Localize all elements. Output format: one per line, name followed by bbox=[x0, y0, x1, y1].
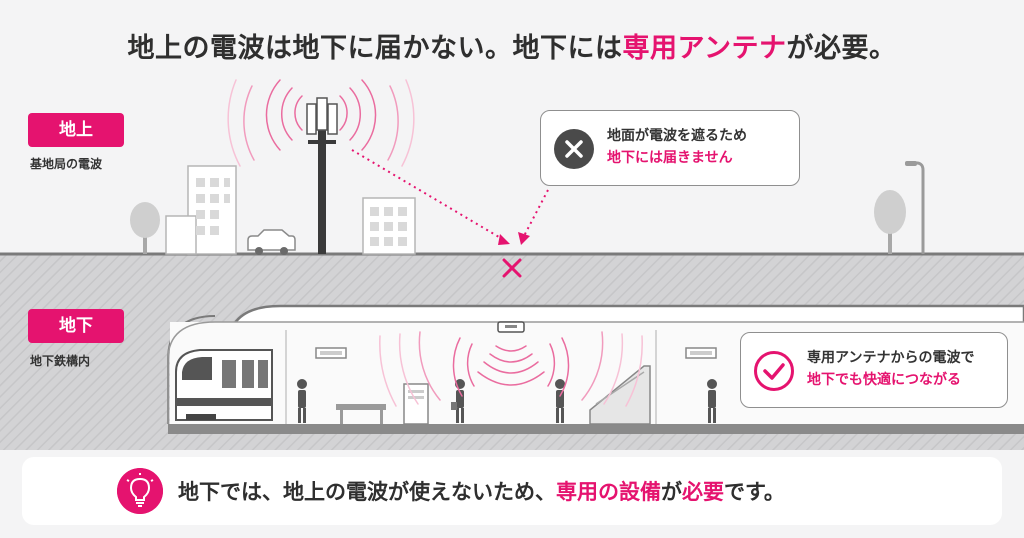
title-highlight: 専用アンテナ bbox=[622, 33, 787, 64]
title-prefix: 地上の電波は地下に届かない。地下には bbox=[127, 33, 623, 64]
car-icon bbox=[247, 229, 296, 255]
check-circle-icon bbox=[754, 351, 794, 391]
tree-right bbox=[874, 190, 906, 254]
x-circle-icon bbox=[554, 129, 594, 169]
summary-part3: です。 bbox=[724, 480, 785, 504]
antenna-radio-waves bbox=[379, 331, 643, 407]
train-icon bbox=[175, 349, 273, 421]
tunnel-floor bbox=[168, 424, 1024, 434]
summary-highlight1: 専用の設備 bbox=[556, 480, 661, 504]
blocked-x-icon bbox=[502, 258, 522, 278]
summary-part1: 地下では、地上の電波が使えないため、 bbox=[178, 480, 556, 504]
underground-callout-line2: 地下でも快適につながる bbox=[807, 372, 961, 388]
surface-callout-line2: 地下には届きません bbox=[607, 150, 733, 166]
summary-text: 地下では、地上の電波が使えないため、専用の設備が必要です。 bbox=[178, 476, 785, 506]
street-lamp bbox=[913, 161, 925, 254]
surface-callout-line1: 地面が電波を遮るため bbox=[607, 128, 747, 144]
surface-label: 基地局の電波 bbox=[30, 157, 103, 171]
tower-radio-waves bbox=[227, 79, 415, 167]
surface-tag: 地上 bbox=[28, 113, 124, 147]
tree-left bbox=[130, 202, 160, 254]
summary-bar: 地下では、地上の電波が使えないため、専用の設備が必要です。 bbox=[22, 457, 1002, 525]
title-suffix: が必要。 bbox=[786, 33, 897, 64]
blocked-signal-arrows bbox=[351, 149, 549, 241]
escalator-icon bbox=[589, 365, 651, 425]
underground-label: 地下鉄構内 bbox=[30, 354, 91, 368]
underground-tag: 地下 bbox=[28, 309, 124, 343]
ceiling-antenna-icon bbox=[497, 321, 525, 333]
surface-callout: 地面が電波を遮るため 地下には届きません bbox=[540, 110, 800, 186]
cell-tower-icon bbox=[306, 97, 338, 254]
lightbulb-icon bbox=[117, 468, 163, 514]
underground-callout-line1: 専用アンテナからの電波で bbox=[807, 350, 975, 366]
bench-icon bbox=[336, 404, 386, 424]
summary-part2: が bbox=[661, 480, 682, 504]
summary-highlight2: 必要 bbox=[682, 480, 724, 504]
page-title: 地上の電波は地下に届かない。地下には専用アンテナが必要。 bbox=[0, 26, 1024, 65]
underground-callout: 専用アンテナからの電波で 地下でも快適につながる bbox=[740, 332, 1008, 408]
